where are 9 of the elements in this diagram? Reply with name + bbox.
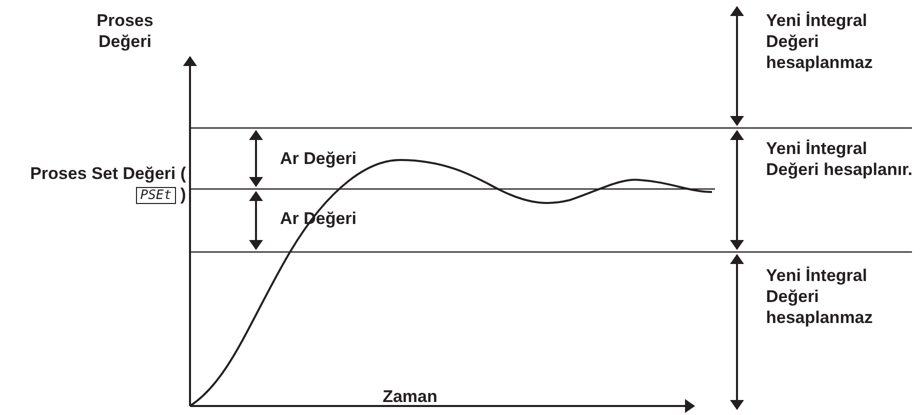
- axis-title: Proses Set Değeri (: [30, 164, 186, 183]
- axis-title: Proses Değeri: [96, 10, 154, 52]
- axis-title: ): [180, 185, 186, 204]
- zone-description: Yeni İntegral Değeri hesaplanmaz: [766, 10, 874, 73]
- zone-description: Yeni İntegral Değeri hesaplanmaz: [766, 265, 874, 328]
- axis-title: Zaman: [382, 386, 438, 407]
- zone-description: Yeni İntegral Değeri hesaplanır.: [766, 138, 914, 180]
- display-symbol: PSEt: [136, 187, 176, 204]
- band-label: Ar Değeri: [280, 148, 357, 169]
